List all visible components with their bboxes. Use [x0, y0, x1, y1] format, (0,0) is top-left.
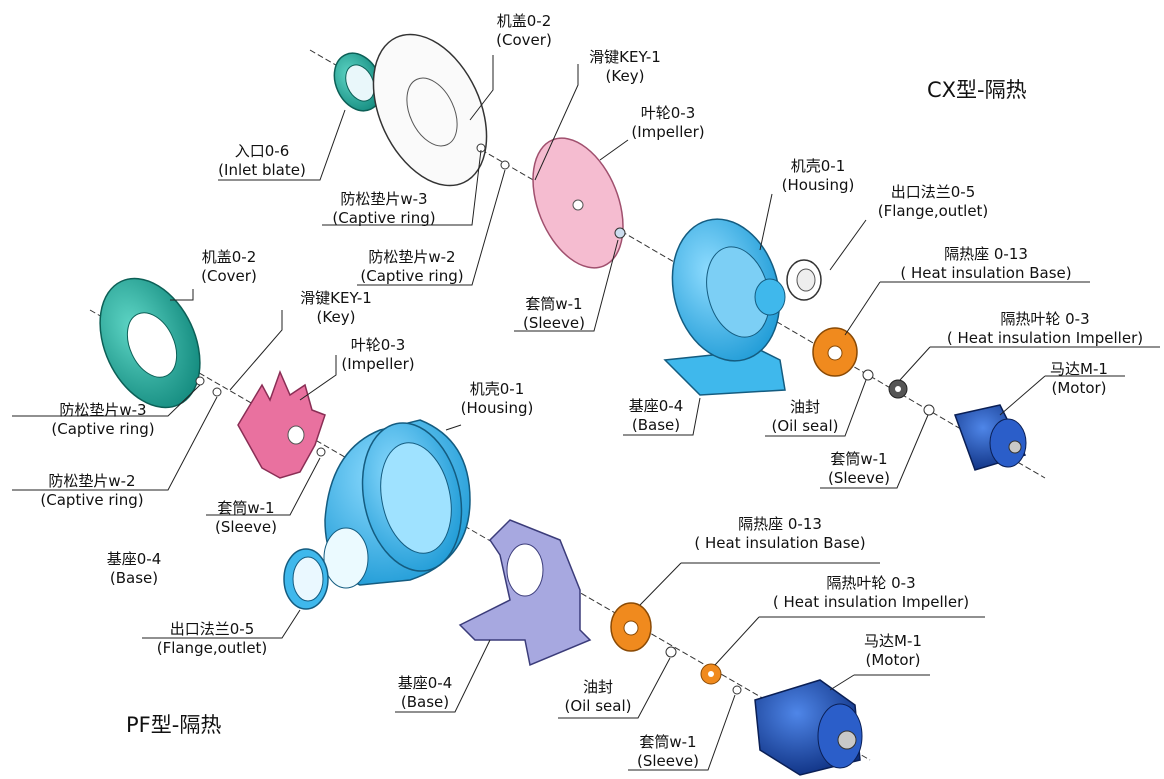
pf-label-base-mid: 基座0-4(Base): [397, 674, 453, 711]
pf-housing: [323, 419, 471, 589]
pf-label-motor: 马达M-1(Motor): [864, 632, 922, 669]
cx-impeller-disc: [532, 137, 624, 269]
cx-title: CX型-隔热: [927, 78, 1027, 102]
cx-washer-w2: [500, 160, 510, 170]
cx-label-impeller: 叶轮0-3(Impeller): [631, 104, 705, 141]
cx-label-captive-w3: 防松垫片w-3(Captive ring): [332, 190, 436, 227]
pf-washer-w3: [195, 376, 205, 386]
pf-heat-impeller: [700, 663, 722, 685]
pf-label-sleeve: 套筒w-1(Sleeve): [215, 499, 277, 536]
pf-oil-seal: [665, 646, 677, 658]
cx-oil-seal: [862, 369, 874, 381]
cx-label-captive-w2: 防松垫片w-2(Captive ring): [360, 248, 464, 285]
cx-label-heat-base: 隔热座 0-13( Heat insulation Base): [900, 245, 1072, 282]
cx-sleeve-right: [923, 404, 935, 416]
pf-label-impeller: 叶轮0-3(Impeller): [341, 336, 415, 373]
cx-label-key: 滑键KEY-1(Key): [589, 48, 661, 85]
pf-label-key: 滑键KEY-1(Key): [300, 289, 372, 326]
pf-motor: [754, 679, 863, 776]
pf-label-sleeve-bottom: 套筒w-1(Sleeve): [637, 733, 699, 770]
pf-assembly: [12, 277, 985, 776]
cx-heat-impeller: [888, 379, 908, 399]
cx-assembly: [218, 33, 1160, 489]
cx-heat-base: [812, 327, 858, 377]
cx-label-sleeve-left: 套筒w-1(Sleeve): [523, 295, 585, 332]
cx-leader-lines: [218, 55, 1160, 489]
pf-flange-ring: [283, 548, 329, 610]
pf-label-heat-base: 隔热座 0-13( Heat insulation Base): [694, 515, 866, 552]
pf-label-captive-w2: 防松垫片w-2(Captive ring): [40, 472, 144, 509]
pf-sleeve-bottom: [732, 685, 742, 695]
cx-label-base: 基座0-4(Base): [628, 397, 684, 434]
pf-label-heat-impeller: 隔热叶轮 0-3( Heat insulation Impeller): [772, 574, 970, 611]
pf-sleeve: [316, 447, 326, 457]
pf-label-captive-w3: 防松垫片w-3(Captive ring): [51, 401, 155, 438]
cx-flange-ring: [786, 259, 822, 301]
cx-label-motor: 马达M-1(Motor): [1050, 360, 1108, 397]
pf-cover-disc: [99, 277, 201, 409]
cx-sleeve-left: [614, 227, 626, 239]
pf-label-housing: 机壳0-1(Housing): [460, 380, 534, 417]
cx-label-sleeve-right: 套筒w-1(Sleeve): [828, 450, 890, 487]
cx-label-inlet: 入口0-6(Inlet blate): [218, 142, 306, 179]
cx-cover-disc: [372, 33, 488, 187]
pf-label-flange: 出口法兰0-5(Flange,outlet): [156, 620, 268, 657]
cx-motor: [954, 404, 1027, 471]
cx-inlet-ring: [333, 52, 383, 112]
cx-label-housing: 机壳0-1(Housing): [781, 157, 855, 194]
pf-leader-lines: [12, 289, 985, 771]
pf-title: PF型-隔热: [126, 713, 222, 737]
pf-impeller: [237, 369, 326, 479]
pf-base: [458, 519, 592, 667]
pf-label-base-left: 基座0-4(Base): [106, 550, 162, 587]
pf-label-cover: 机盖0-2(Cover): [201, 248, 257, 285]
cx-label-flange: 出口法兰0-5(Flange,outlet): [877, 183, 989, 220]
pf-heat-base: [610, 602, 652, 652]
cx-housing: [663, 218, 786, 396]
cx-label-cover: 机盖0-2(Cover): [496, 12, 552, 49]
pf-washer-w2: [212, 387, 222, 397]
pf-label-oil-seal: 油封(Oil seal): [564, 678, 632, 715]
cx-label-heat-impeller: 隔热叶轮 0-3( Heat insulation Impeller): [946, 310, 1144, 347]
pf-axis-line: [89, 309, 871, 761]
cx-label-oil-seal: 油封(Oil seal): [771, 398, 839, 435]
